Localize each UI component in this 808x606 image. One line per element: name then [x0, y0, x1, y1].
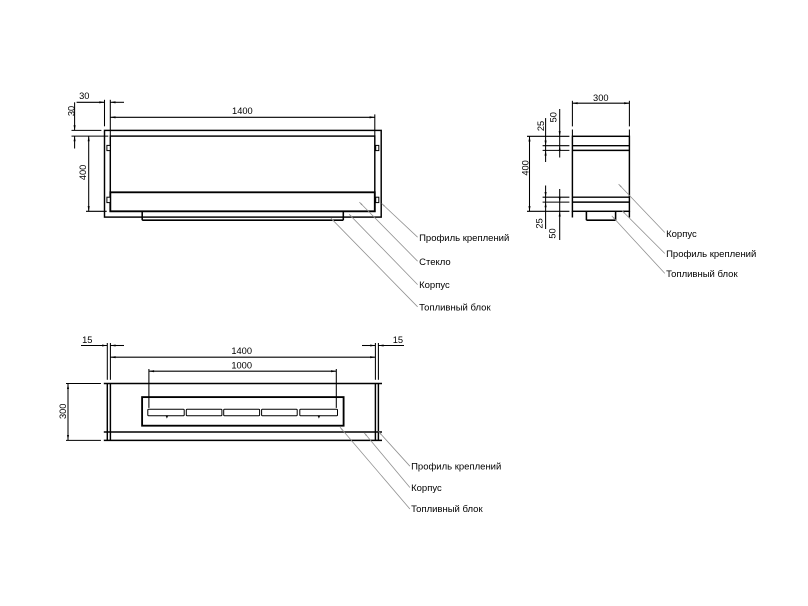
- svg-text:Топливный блок: Топливный блок: [411, 504, 483, 515]
- svg-text:1400: 1400: [231, 346, 252, 356]
- svg-text:Корпус: Корпус: [666, 229, 697, 240]
- svg-text:300: 300: [58, 404, 68, 420]
- svg-text:30: 30: [79, 91, 89, 101]
- svg-text:Профиль креплений: Профиль креплений: [666, 249, 756, 260]
- svg-text:Корпус: Корпус: [411, 483, 442, 494]
- svg-text:15: 15: [82, 335, 92, 345]
- svg-text:Профиль креплений: Профиль креплений: [419, 233, 509, 244]
- svg-text:25: 25: [534, 218, 544, 228]
- svg-text:1400: 1400: [232, 106, 253, 116]
- svg-text:Корпус: Корпус: [419, 280, 450, 291]
- svg-text:400: 400: [520, 160, 530, 176]
- svg-text:Топливный блок: Топливный блок: [419, 302, 491, 313]
- svg-text:300: 300: [593, 93, 609, 103]
- svg-text:15: 15: [393, 335, 403, 345]
- svg-text:Топливный блок: Топливный блок: [666, 269, 738, 280]
- svg-text:50: 50: [548, 228, 558, 238]
- svg-text:400: 400: [78, 165, 88, 181]
- svg-text:1000: 1000: [231, 361, 252, 371]
- svg-text:25: 25: [536, 121, 546, 131]
- svg-text:Стекло: Стекло: [419, 257, 451, 268]
- svg-text:Профиль креплений: Профиль креплений: [411, 462, 501, 473]
- svg-text:30: 30: [67, 106, 77, 116]
- svg-text:50: 50: [548, 112, 558, 122]
